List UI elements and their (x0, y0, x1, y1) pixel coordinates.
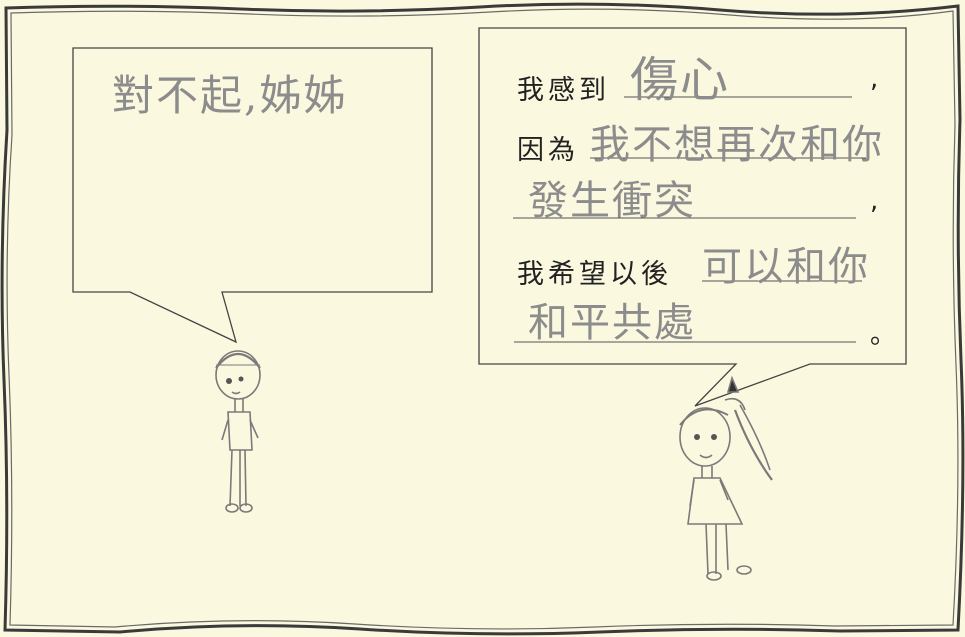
girl-figure (679, 375, 773, 581)
left-speech-bubble (72, 47, 433, 344)
line1-end: , (870, 64, 879, 94)
line3-answer: 發生衝突 (528, 178, 696, 224)
line2-answer: 我不想再次和你 (590, 122, 884, 168)
line4-answer: 可以和你 (702, 244, 870, 290)
left-bubble-speech: 對不起,姊姊 (112, 71, 348, 120)
boy-figure (215, 350, 261, 513)
answer-lines (513, 96, 866, 343)
line5-end: 。 (870, 320, 897, 350)
line5-answer: 和平共處 (528, 300, 696, 346)
line2-prefix: 因為 (517, 135, 579, 166)
line1-answer: 傷心 (630, 52, 731, 108)
line3-end: , (870, 186, 879, 216)
line4-prefix: 我希望以後 (517, 259, 672, 290)
line1-prefix: 我感到 (517, 75, 610, 106)
right-speech-bubble (478, 27, 907, 407)
